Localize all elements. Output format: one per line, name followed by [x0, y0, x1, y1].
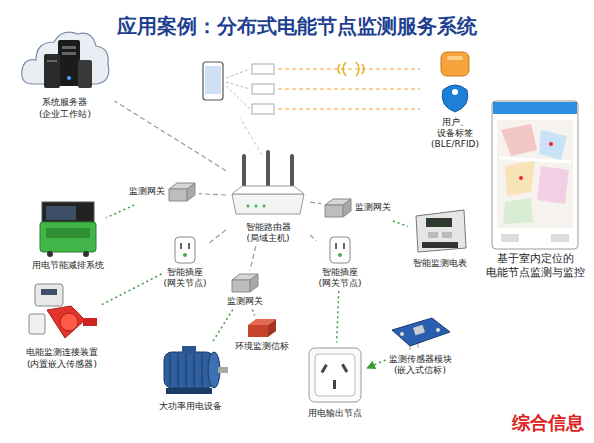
device-node: 智能路由器(局域主机)	[228, 150, 308, 245]
label-group: 智能路由器(局域主机)	[246, 222, 291, 245]
device-node: 用户、设备标签 (BLE/RFID)	[431, 50, 479, 151]
smart-socket-icon	[172, 235, 198, 265]
label-group: 监测网关	[227, 296, 263, 307]
device-node: 智能插座 (网关节点)	[318, 235, 361, 290]
connector-line	[102, 274, 162, 305]
motor-icon	[150, 344, 230, 399]
device-label: 智能插座 (网关节点)	[163, 267, 206, 290]
device-node: 智能插座 (网关节点)	[163, 235, 206, 290]
device-label: 智能插座 (网关节点)	[318, 267, 361, 290]
connector-line	[213, 310, 233, 342]
connector-line	[337, 291, 339, 342]
device-label: 大功率用电设备	[159, 401, 222, 412]
label-group: 电能监测连接装置 (内置嵌入传感器)	[26, 347, 98, 370]
device-node: 智能监测电表	[410, 206, 470, 269]
label-group: 监测传感器模块 (嵌入式信标)	[389, 354, 452, 377]
device-node: 基于室内定位的 电能节点监测与监控	[486, 100, 585, 280]
energy-system-icon	[36, 198, 101, 258]
router-icon	[228, 150, 308, 220]
connector-line	[393, 221, 408, 226]
connector-line	[252, 310, 254, 316]
device-node: 监测网关	[129, 181, 197, 203]
tag-icon	[433, 50, 478, 115]
sensor-module-icon	[388, 314, 453, 352]
smart-socket-icon	[327, 235, 353, 265]
label-group: 用电输出节点	[308, 408, 362, 419]
connector-line	[310, 202, 321, 203]
label-group: 环境监测信标	[235, 341, 289, 352]
device-label: 监测网关	[227, 296, 263, 307]
label-group: 基于室内定位的 电能节点监测与监控	[486, 252, 585, 280]
plug-device-icon	[25, 280, 100, 345]
beacon-icon	[246, 317, 278, 339]
device-label: 系统服务器 (企业工作站)	[39, 97, 91, 120]
device-label: 基于室内定位的 电能节点监测与监控	[486, 252, 585, 280]
device-node: 监测传感器模块 (嵌入式信标)	[388, 314, 453, 377]
label-group: 系统服务器 (企业工作站)	[39, 97, 91, 120]
device-label: 智能监测电表	[413, 258, 467, 269]
device-node: 用电节能减排系统	[32, 198, 104, 271]
device-node: 环境监测信标	[235, 317, 289, 352]
device-node: 大功率用电设备	[150, 344, 230, 412]
connector-line	[199, 194, 226, 195]
device-node: 监测网关	[227, 272, 263, 307]
sensor-module-icon	[388, 314, 453, 352]
smart-socket-icon	[172, 235, 198, 265]
label-group: 智能插座 (网关节点)	[163, 267, 206, 290]
device-label: 用电输出节点	[308, 408, 362, 419]
device-label: 用户、设备标签 (BLE/RFID)	[431, 117, 479, 151]
app-screenshot	[491, 100, 579, 250]
gateway-icon	[167, 181, 197, 203]
smart-meter-icon	[410, 206, 470, 256]
beacon-icon	[246, 317, 278, 339]
device-label: 环境监测信标	[235, 341, 289, 352]
plug-device-icon	[25, 280, 100, 345]
gateway-icon	[323, 197, 353, 219]
gateway-icon	[167, 181, 197, 203]
device-node: 电能监测连接装置 (内置嵌入传感器)	[25, 280, 100, 370]
motor-icon	[150, 344, 230, 399]
label-group: 监测网关	[355, 202, 391, 213]
server-cloud-icon	[18, 20, 113, 95]
device-label: 用电节能减排系统	[32, 260, 104, 271]
gateway-icon	[230, 272, 260, 294]
connector-line	[115, 101, 227, 171]
router-icon	[228, 150, 308, 220]
app-screenshot	[491, 100, 579, 250]
label-group: 用户、设备标签 (BLE/RFID)	[431, 117, 479, 151]
gateway-icon	[323, 197, 353, 219]
outlet-icon	[305, 344, 365, 406]
device-node: 用电输出节点	[305, 344, 365, 419]
device-label: 智能路由器(局域主机)	[246, 222, 291, 245]
connector-line	[209, 230, 227, 244]
gateway-icon	[230, 272, 260, 294]
outlet-icon	[305, 344, 365, 406]
smart-socket-icon	[327, 235, 353, 265]
label-group: 智能监测电表	[413, 258, 467, 269]
device-label: 监测网关	[355, 202, 391, 213]
connector-line	[250, 246, 256, 270]
device-node: 监测网关	[323, 197, 391, 219]
device-node: 系统服务器 (企业工作站)	[18, 20, 113, 120]
device-label: 电能监测连接装置 (内置嵌入传感器)	[26, 347, 98, 370]
watermark: 综合信息	[512, 411, 584, 435]
label-group: 监测网关	[129, 186, 165, 197]
label-group: 大功率用电设备	[159, 401, 222, 412]
connector-line	[310, 235, 316, 241]
tag-icon	[433, 50, 478, 115]
energy-system-icon	[36, 198, 101, 258]
smart-meter-icon	[410, 206, 470, 256]
label-group: 用电节能减排系统	[32, 260, 104, 271]
device-label: 监测传感器模块 (嵌入式信标)	[389, 354, 452, 377]
connector-line	[106, 205, 134, 218]
server-cloud-icon	[18, 20, 113, 95]
label-group: 智能插座 (网关节点)	[318, 267, 361, 290]
device-label: 监测网关	[129, 186, 165, 197]
connector-line	[367, 360, 386, 368]
